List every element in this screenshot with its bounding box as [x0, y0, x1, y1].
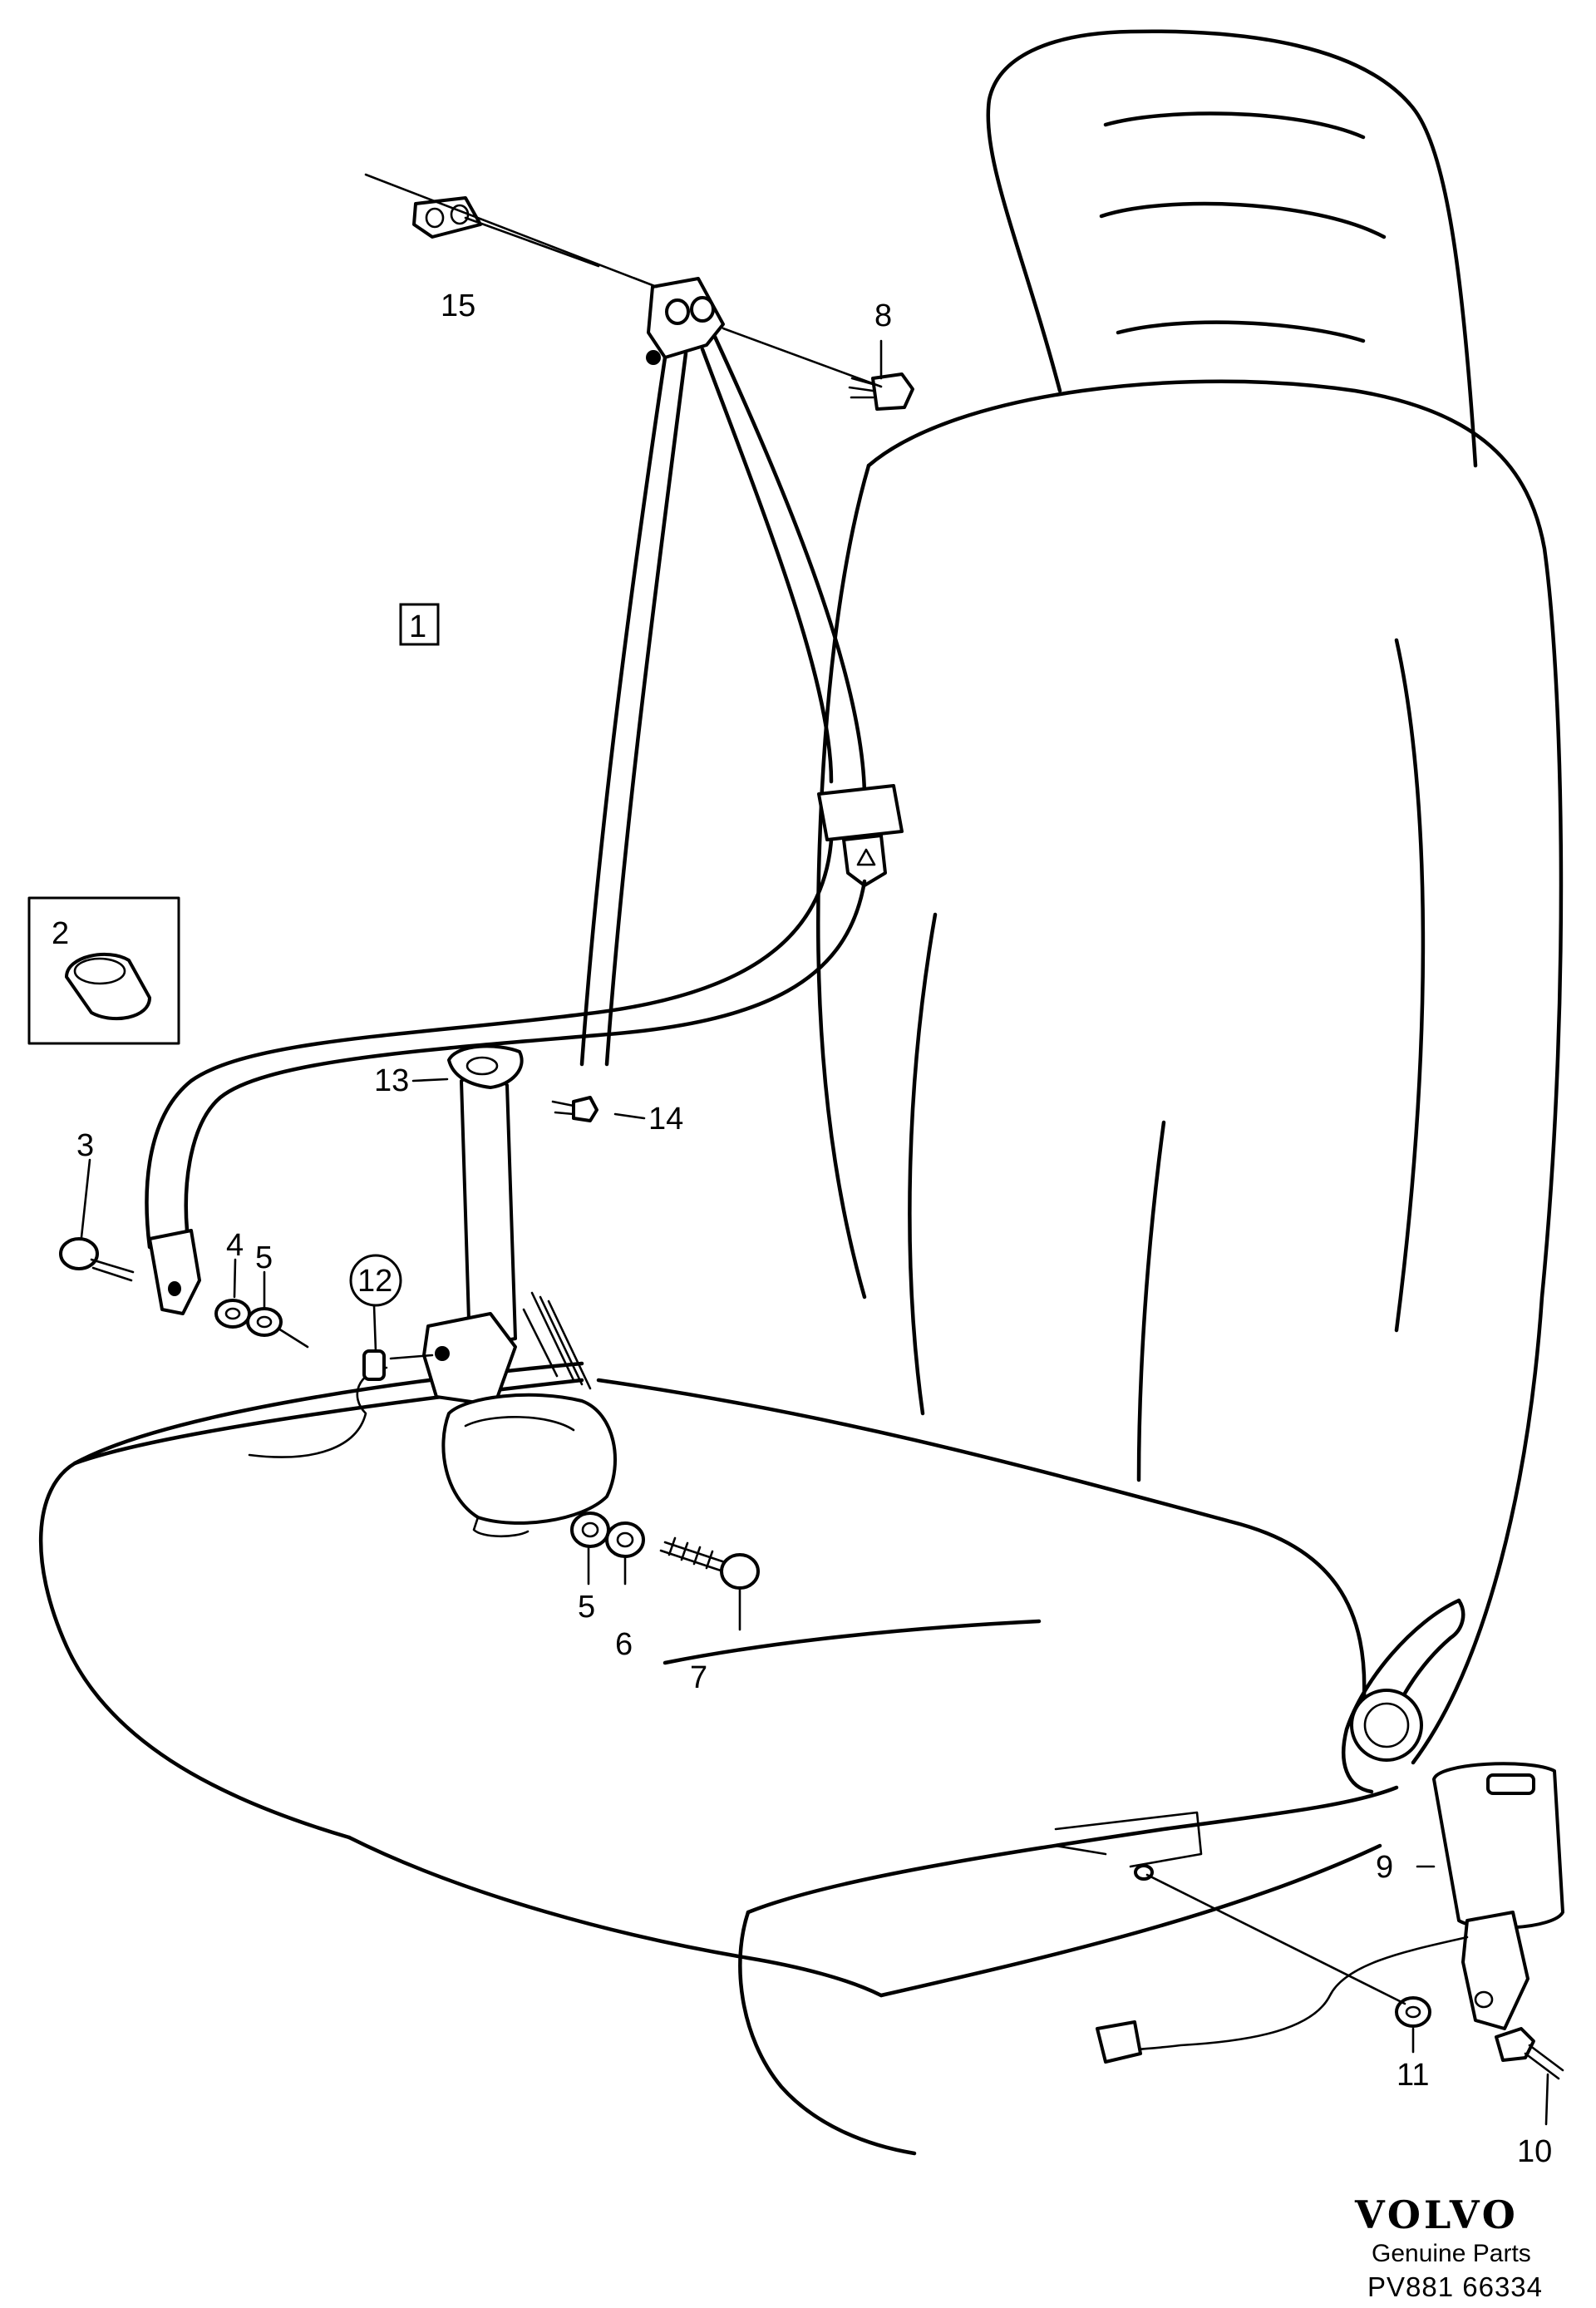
part-9-bracket — [1461, 1911, 1530, 2030]
belt-guide — [817, 784, 904, 841]
part-15-plate — [412, 196, 482, 239]
part-8-bolt — [871, 372, 914, 411]
brand-logo: VOLVO — [1354, 2192, 1519, 2237]
callout-2: 2 — [52, 916, 69, 951]
callout-8: 8 — [874, 298, 892, 333]
part-10-bolt — [1495, 2027, 1535, 2062]
callout-3: 3 — [76, 1128, 94, 1163]
callout-11: 11 — [1396, 2058, 1429, 2093]
brand-tagline: Genuine Parts — [1372, 2240, 1531, 2267]
callout-4: 4 — [226, 1228, 244, 1263]
backrest — [866, 379, 1564, 1765]
part-14-bolt — [572, 1096, 598, 1122]
part-7-bolt — [659, 1536, 729, 1573]
sensor-wire — [248, 1366, 388, 1458]
part-5-bushing — [570, 1512, 610, 1548]
clip — [447, 1044, 524, 1089]
callout-1-box — [399, 603, 440, 646]
retractor-column — [460, 1074, 517, 1349]
callout-12-circle — [349, 1254, 402, 1307]
callout-9: 9 — [1376, 1850, 1393, 1885]
part-6-washer — [605, 1521, 645, 1558]
recliner-knob — [1350, 1689, 1423, 1762]
headrest — [986, 29, 1478, 468]
callout-10: 10 — [1517, 2134, 1552, 2169]
part-5-washer — [246, 1307, 283, 1337]
callout-14: 14 — [648, 1102, 683, 1137]
callout-7: 7 — [690, 1660, 707, 1695]
leader-lines — [80, 173, 1549, 2126]
callout-5-upper: 5 — [255, 1240, 273, 1275]
part-3-bolt — [59, 1237, 99, 1270]
lap-anchor — [148, 1229, 201, 1315]
callout-1: 1 — [409, 609, 426, 644]
callout-6: 6 — [615, 1627, 633, 1662]
part-11-washer — [1395, 1996, 1431, 2028]
callout-5-lower: 5 — [578, 1590, 595, 1625]
seat-drawing — [38, 29, 1564, 2156]
seat-belt-assembly — [145, 277, 904, 1538]
drawing-number: PV881 66334 — [1367, 2271, 1543, 2302]
part-4-washer — [214, 1299, 251, 1329]
recliner-handle — [1342, 1598, 1461, 1794]
callout-12: 12 — [357, 1264, 392, 1299]
callout-15: 15 — [441, 288, 475, 323]
seat-cushion — [38, 1361, 584, 1840]
connector — [1096, 2020, 1142, 2064]
callout-13: 13 — [374, 1063, 409, 1098]
callout-labels: 1 2 3 4 5 12 13 14 15 8 5 6 7 9 11 10 — [52, 288, 1552, 2169]
part-2-bushing — [65, 953, 151, 1021]
retractor — [441, 1393, 617, 1525]
branding: VOLVO Genuine Parts PV881 66334 — [1354, 2192, 1543, 2302]
fasteners — [27, 196, 1564, 2080]
